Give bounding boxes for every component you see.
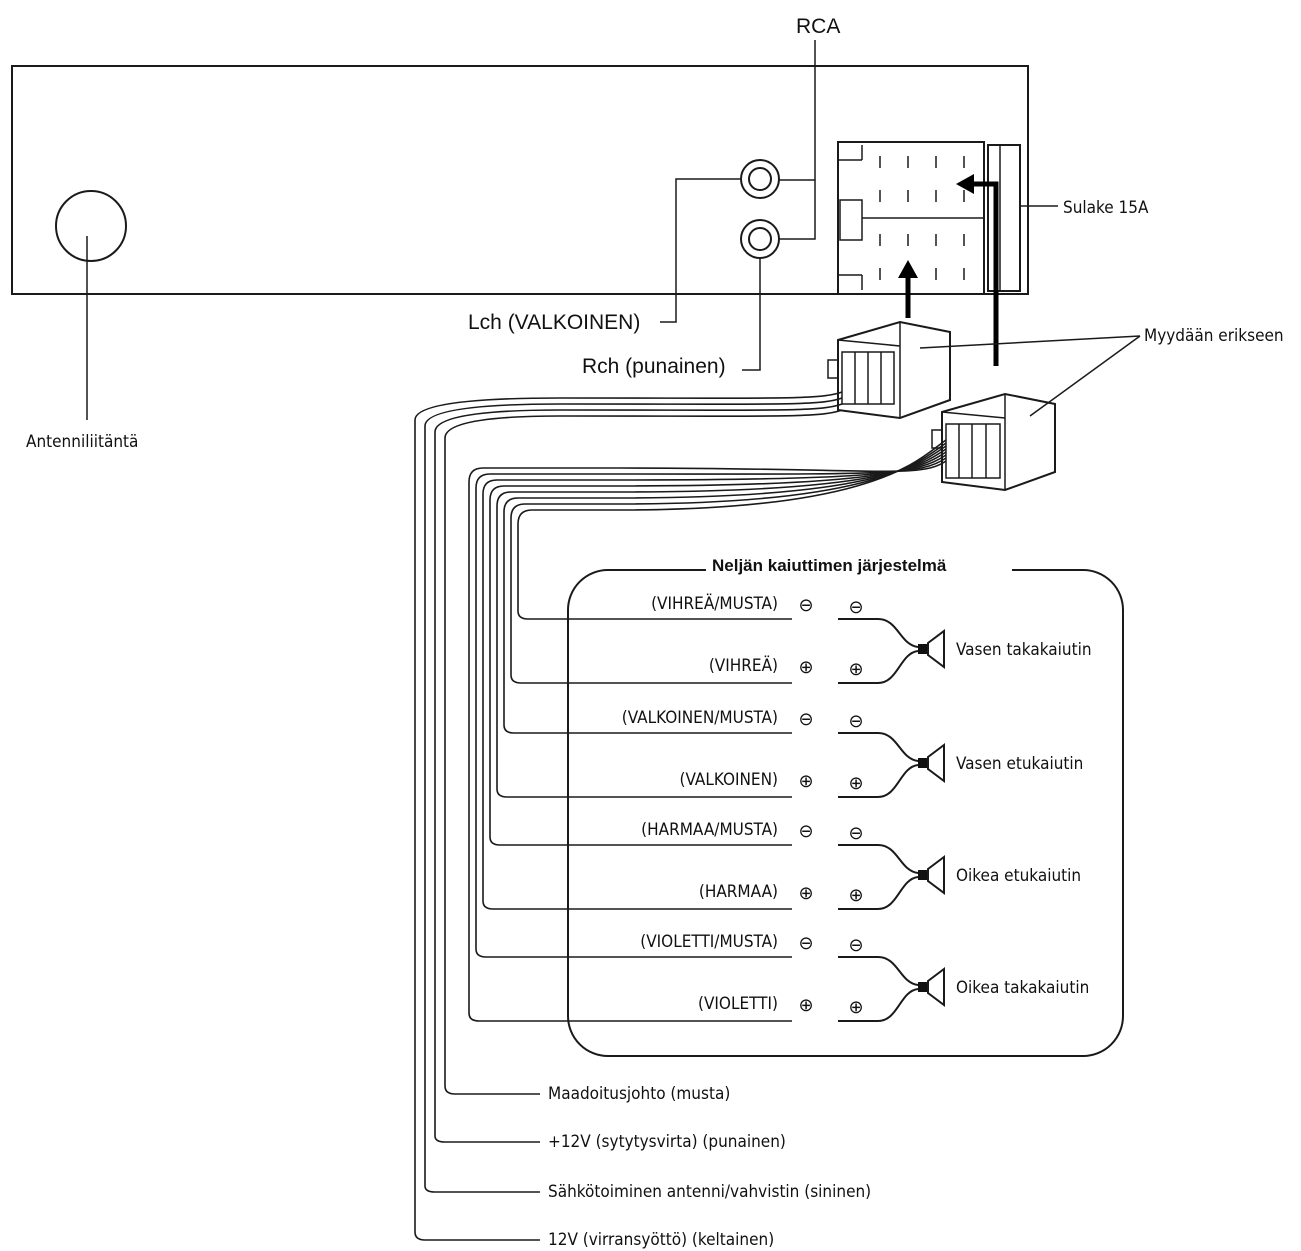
iso-socket-pins [879, 156, 965, 280]
speaker-pos-lead-curve [877, 650, 919, 684]
speaker-pos-wire-label: (VIHREÄ) [709, 655, 778, 676]
minus-terminal-icon: ⊖ [848, 597, 863, 618]
plus-terminal-icon: ⊕ [798, 883, 813, 904]
speaker-neg-lead-curve [877, 732, 919, 762]
speaker-neg-wire-label: (VIOLETTI/MUSTA) [640, 932, 778, 952]
minus-terminal-icon: ⊖ [798, 821, 813, 842]
power-wire-bundle [414, 391, 843, 1241]
plus-terminal-icon: ⊕ [798, 657, 813, 678]
speaker-system-box [567, 554, 1124, 1057]
plus-terminal-icon: ⊕ [848, 997, 863, 1018]
speaker-neg-lead-curve [877, 618, 919, 648]
speaker-neg-wire-label: (VIHREÄ/MUSTA) [651, 593, 778, 614]
speaker-magnet [918, 870, 928, 880]
minus-terminal-icon: ⊖ [798, 709, 813, 730]
speaker-cone-icon [927, 743, 945, 783]
speaker-cone-icon [927, 967, 945, 1007]
rca-label: RCA [796, 15, 840, 38]
head-unit [11, 65, 1029, 295]
speaker-pos-lead-curve [877, 876, 919, 910]
minus-terminal-icon: ⊖ [798, 595, 813, 616]
speaker-group: (HARMAA/MUSTA) (HARMAA) ⊖ ⊖ ⊕ ⊕ Oikea etukaiut… [641, 820, 1081, 910]
speaker-cone-icon [927, 855, 945, 895]
speaker-pos-lead-curve [877, 988, 919, 1022]
speaker-cone-icon [927, 629, 945, 669]
speaker-neg-wire-label: (VALKOINEN/MUSTA) [622, 708, 778, 728]
power-wire-label: Sähkötoiminen antenni/vahvistin (sininen… [548, 1182, 871, 1202]
speaker-pos-wire-label: (HARMAA) [699, 882, 778, 902]
minus-terminal-icon: ⊖ [848, 823, 863, 844]
power-wire-labels: Maadoitusjohto (musta) +12V (sytytysvirta… [548, 1084, 871, 1250]
speaker-magnet [918, 758, 928, 768]
speaker-pos-wire-label: (VALKOINEN) [680, 770, 778, 790]
iso-socket [837, 141, 1058, 295]
insert-arrow-up [898, 260, 918, 318]
sold-separately-label: Myydään erikseen [1144, 326, 1284, 346]
speaker-name-label: Vasen etukaiutin [956, 754, 1083, 774]
plus-terminal-icon: ⊕ [848, 885, 863, 906]
speaker-neg-lead-curve [877, 844, 919, 874]
speaker-name-label: Vasen takakaiutin [956, 640, 1092, 660]
speaker-group: (VIHREÄ/MUSTA) (VIHREÄ) ⊖ ⊖ ⊕ ⊕ Vasen takakaiu… [651, 593, 1092, 684]
speaker-group: (VALKOINEN/MUSTA) (VALKOINEN) ⊖ ⊖ ⊕ ⊕ Vasen et… [622, 708, 1083, 798]
speaker-wire [503, 445, 947, 734]
plus-terminal-icon: ⊕ [848, 773, 863, 794]
fuse-label: Sulake 15A [1063, 198, 1149, 218]
speaker-wire [517, 439, 947, 620]
minus-terminal-icon: ⊖ [848, 711, 863, 732]
power-wire-label: +12V (sytytysvirta) (punainen) [548, 1132, 786, 1152]
speaker-magnet [918, 982, 928, 992]
iso-connector-b [931, 392, 1056, 492]
rch-label: Rch (punainen) [582, 355, 726, 378]
speaker-group: (VIOLETTI/MUSTA) (VIOLETTI) ⊖ ⊖ ⊕ ⊕ Oikea taka… [640, 932, 1089, 1022]
speaker-magnet [918, 644, 928, 654]
speaker-system-title: Neljän kaiuttimen järjestelmä [712, 556, 947, 575]
antenna-jack [55, 190, 127, 420]
power-wire-label: Maadoitusjohto (musta) [548, 1084, 730, 1104]
plus-terminal-icon: ⊕ [798, 995, 813, 1016]
speaker-neg-wire-label: (HARMAA/MUSTA) [641, 820, 778, 840]
speaker-pos-lead-curve [877, 764, 919, 798]
insert-arrow-bent [956, 174, 999, 366]
antenna-jack-label: Antenniliitäntä [26, 432, 138, 452]
minus-terminal-icon: ⊖ [798, 933, 813, 954]
speaker-wire-bundle [468, 439, 947, 1022]
speaker-name-label: Oikea takakaiutin [956, 978, 1089, 998]
speaker-groups: (VIHREÄ/MUSTA) (VIHREÄ) ⊖ ⊖ ⊕ ⊕ Vasen takakaiu… [622, 593, 1092, 1022]
minus-terminal-icon: ⊖ [848, 935, 863, 956]
speaker-name-label: Oikea etukaiutin [956, 866, 1081, 886]
speaker-neg-lead-curve [877, 956, 919, 986]
lch-label: Lch (VALKOINEN) [468, 311, 640, 334]
power-wire-label: 12V (virransyöttö) (keltainen) [548, 1230, 774, 1250]
plus-terminal-icon: ⊕ [798, 771, 813, 792]
plus-terminal-icon: ⊕ [848, 659, 863, 680]
speaker-wire [468, 460, 947, 1022]
rca-jacks [660, 40, 816, 371]
iso-connector-a [827, 320, 951, 420]
speaker-pos-wire-label: (VIOLETTI) [698, 994, 778, 1014]
